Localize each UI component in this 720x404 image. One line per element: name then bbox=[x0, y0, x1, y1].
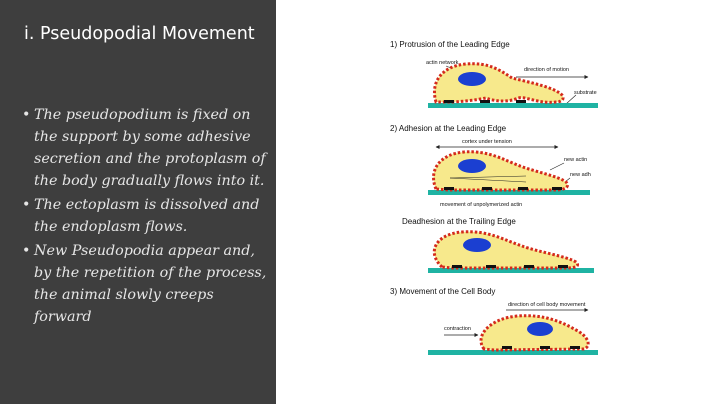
direction-cell-body-label: direction of cell body movement bbox=[508, 302, 586, 308]
step1-title: 1) Protrusion of the Leading Edge bbox=[390, 40, 510, 49]
new-actin-pointer bbox=[549, 162, 565, 171]
direction-of-motion-label: direction of motion bbox=[524, 67, 569, 73]
contraction-label: contraction bbox=[444, 326, 471, 332]
substrate-bar bbox=[428, 190, 590, 195]
cortex-under-tension-label: cortex under tension bbox=[462, 139, 512, 145]
adhesion-marker bbox=[486, 265, 496, 268]
cell-step2 bbox=[432, 150, 569, 192]
bullet-dot-icon: • bbox=[22, 243, 31, 259]
bullet-text: The ectoplasm is dissolved and the endop… bbox=[34, 197, 260, 235]
adhesion-marker bbox=[524, 265, 534, 268]
cortex-line bbox=[449, 177, 527, 183]
bullet-dot-icon: • bbox=[22, 197, 31, 213]
nucleus-icon bbox=[463, 238, 491, 252]
cell-deadhesion bbox=[432, 230, 579, 270]
deadhesion-title: Deadhesion at the Trailing Edge bbox=[402, 217, 516, 226]
movement-unpolymerized-label: movement of unpolymerized actin bbox=[440, 202, 522, 208]
substrate-bar bbox=[428, 103, 598, 108]
new-adh-label: new adh bbox=[570, 172, 591, 178]
substrate-label: substrate bbox=[574, 90, 597, 96]
adhesion-marker bbox=[552, 187, 562, 190]
adhesion-marker bbox=[558, 265, 568, 268]
adhesion-marker bbox=[444, 187, 454, 190]
step3-title: 3) Movement of the Cell Body bbox=[390, 287, 495, 296]
adhesion-marker bbox=[502, 346, 512, 349]
bullet-item: • New Pseudopodia appear and, by the rep… bbox=[22, 240, 268, 328]
bullet-text: The pseudopodium is fixed on the support… bbox=[34, 107, 266, 189]
nucleus-icon bbox=[527, 322, 553, 336]
actin-network-label: actin network bbox=[426, 60, 459, 66]
adhesion-marker bbox=[452, 265, 462, 268]
left-text-panel: i. Pseudopodial Movement • The pseudopod… bbox=[0, 0, 276, 404]
bullet-list: • The pseudopodium is fixed on the suppo… bbox=[22, 104, 268, 330]
adhesion-marker bbox=[540, 346, 550, 349]
pseudopodial-movement-diagram: 1) Protrusion of the Leading Edge actin … bbox=[390, 40, 598, 355]
figure-panel: 1) Protrusion of the Leading Edge actin … bbox=[276, 0, 720, 404]
step2-title: 2) Adhesion at the Leading Edge bbox=[390, 124, 507, 133]
substrate-pointer bbox=[565, 94, 577, 105]
bullet-item: • The ectoplasm is dissolved and the end… bbox=[22, 194, 268, 238]
substrate-bar bbox=[428, 268, 594, 273]
bullet-dot-icon: • bbox=[22, 107, 31, 123]
bullet-item: • The pseudopodium is fixed on the suppo… bbox=[22, 104, 268, 192]
adhesion-marker bbox=[518, 187, 528, 190]
adhesion-marker bbox=[516, 100, 526, 103]
new-actin-label: new actin bbox=[564, 157, 587, 163]
slide-title: i. Pseudopodial Movement bbox=[24, 24, 255, 44]
adhesion-marker bbox=[482, 187, 492, 190]
nucleus-icon bbox=[458, 159, 486, 173]
adhesion-marker bbox=[480, 100, 490, 103]
cortex-line bbox=[449, 175, 527, 179]
adhesion-marker bbox=[570, 346, 580, 349]
substrate-bar bbox=[428, 350, 598, 355]
bullet-text: New Pseudopodia appear and, by the repet… bbox=[34, 243, 267, 325]
adhesion-marker bbox=[444, 100, 454, 103]
nucleus-icon bbox=[458, 72, 486, 86]
